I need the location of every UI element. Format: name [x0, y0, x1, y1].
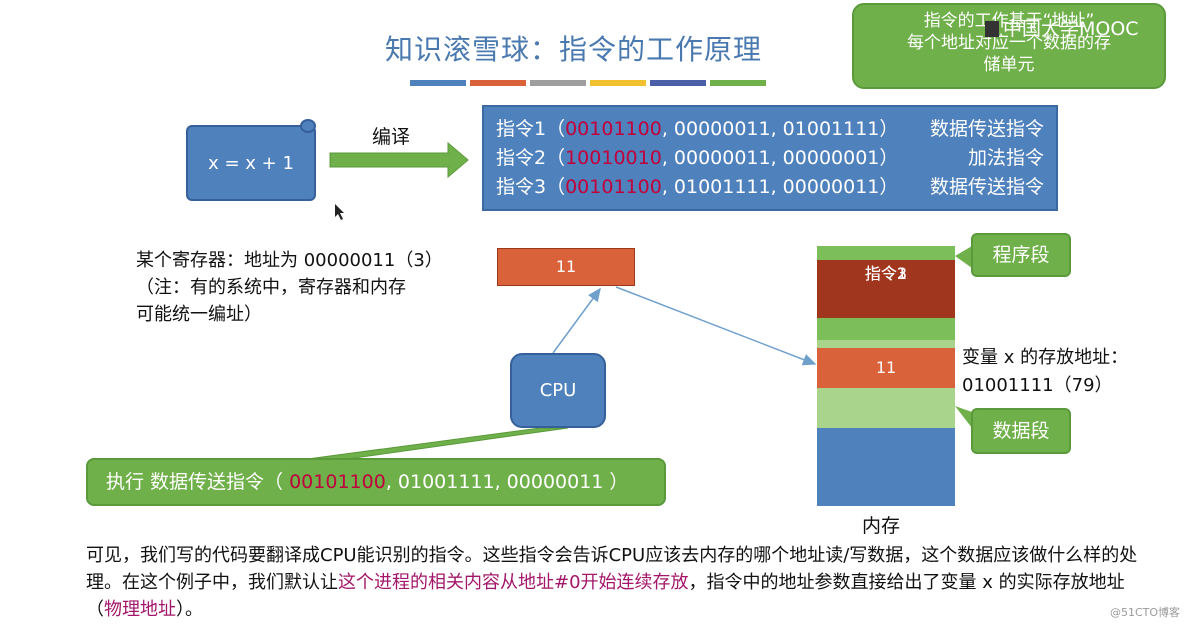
paragraph-highlight: 物理地址 [104, 599, 176, 620]
instruction-name: 指令3（ [496, 176, 566, 198]
memory-segment [817, 388, 955, 428]
cpu-block: CPU [510, 353, 606, 428]
memory-instr-label: 指令2 [864, 264, 908, 283]
instruction-opcode: 10010010 [565, 147, 662, 169]
instruction-operands: , 00000011, 01001111） [661, 118, 899, 140]
instruction-opcode: 00101100 [565, 176, 662, 198]
memory-segment [817, 428, 955, 506]
compile-label: 编译 [372, 126, 411, 148]
mooc-logo-icon [985, 21, 999, 37]
source-code-scroll: x = x + 1 [186, 125, 316, 201]
instruction-name: 指令1（ [496, 118, 566, 140]
execute-operands: , 01001111, 00000011 ） [385, 471, 629, 493]
memory-instr-label: 指令1 [864, 264, 908, 283]
title-underline-segment [470, 80, 526, 86]
instruction-list: 指令1（00101100, 00000011, 01001111） 数据传送指令… [482, 105, 1058, 211]
memory-value-cell: 11 [817, 348, 955, 388]
mouse-cursor-icon [335, 204, 344, 220]
memory-segment [817, 340, 955, 348]
title-underline-segment [710, 80, 766, 86]
instruction-desc: 数据传送指令 [929, 176, 1044, 198]
instruction-operands: , 01001111, 00000011） [661, 176, 899, 198]
callout-line: 每个地址对应一个数据的存 [907, 33, 1111, 53]
instruction-desc: 加法指令 [967, 147, 1044, 169]
compile-arrow-icon [329, 141, 469, 179]
variable-address-label: 变量 x 的存放地址： 01001111（79） [962, 344, 1128, 400]
page-title: 知识滚雪球：指令的工作原理 [385, 33, 763, 66]
memory-instructions-cell: 指令1 指令2 指令3 [817, 260, 955, 318]
memory-label: 内存 [862, 515, 901, 537]
register-line: （注：有的系统中，寄存器和内存 [136, 277, 406, 298]
execute-prefix: 执行 数据传送指令（ [106, 471, 290, 493]
corner-watermark: @51CTO博客 [1110, 606, 1181, 619]
register-description: 某个寄存器：地址为 00000011（3） （注：有的系统中，寄存器和内存 可能… [136, 247, 443, 328]
callout-line: 指令的工作基于“地址” [923, 11, 1095, 31]
title-underline-segment [410, 80, 466, 86]
program-segment-tag: 程序段 [971, 233, 1071, 277]
explanation-paragraph: 可见，我们写的代码要翻译成CPU能识别的指令。这些指令会告诉CPU应该去内存的哪… [86, 542, 1146, 623]
instruction-operands: , 00000011, 00000001） [661, 147, 899, 169]
title-underline-segment [530, 80, 586, 86]
execute-opcode: 00101100 [289, 471, 386, 493]
instruction-row: 指令3（00101100, 01001111, 00000011） 数据传送指令 [496, 173, 1044, 202]
paragraph-text: ，指令中的地址参数直接给出了变量 x 的实际存放地址（ [86, 572, 1125, 620]
memory-instr-label: 指令3 [864, 264, 908, 283]
title-underline-segment [590, 80, 646, 86]
execute-callout: 执行 数据传送指令（ 00101100, 01001111, 00000011 … [86, 458, 666, 506]
paragraph-text: ）。 [176, 599, 203, 620]
register-line: 可能统一编址） [136, 304, 262, 325]
register-cell: 11 [497, 248, 635, 286]
scroll-curl-icon [300, 119, 316, 133]
paragraph-highlight: 这个进程的相关内容从地址#0开始连续存放 [338, 572, 689, 593]
instruction-name: 指令2（ [496, 147, 566, 169]
instruction-desc: 数据传送指令 [929, 118, 1044, 140]
memory-segment [817, 246, 955, 260]
data-segment-tag: 数据段 [971, 408, 1071, 454]
title-underline-segment [650, 80, 706, 86]
callout-line: 储单元 [983, 55, 1035, 75]
variable-line: 变量 x 的存放地址： [962, 347, 1129, 368]
memory-column: 指令1 指令2 指令3 11 [817, 246, 955, 506]
variable-line: 01001111（79） [962, 375, 1113, 396]
instruction-opcode: 00101100 [565, 118, 662, 140]
register-line: 某个寄存器：地址为 00000011（3） [136, 250, 443, 271]
paragraph-text: 可见，我们写的代码要翻译成CPU能识别的指令。这些指令会告诉CPU应该去内存的哪… [86, 545, 1138, 593]
instruction-row: 指令2（10010010, 00000011, 00000001） 加法指令 [496, 144, 1044, 173]
address-callout: 指令的工作基于“地址” 每个地址对应一个数据的存 储单元 [852, 3, 1166, 89]
instruction-row: 指令1（00101100, 00000011, 01001111） 数据传送指令 [496, 115, 1044, 144]
watermark-text: 中国大学MOOC [1003, 18, 1139, 40]
mooc-watermark: 中国大学MOOC [985, 14, 1139, 41]
memory-segment [817, 318, 955, 340]
